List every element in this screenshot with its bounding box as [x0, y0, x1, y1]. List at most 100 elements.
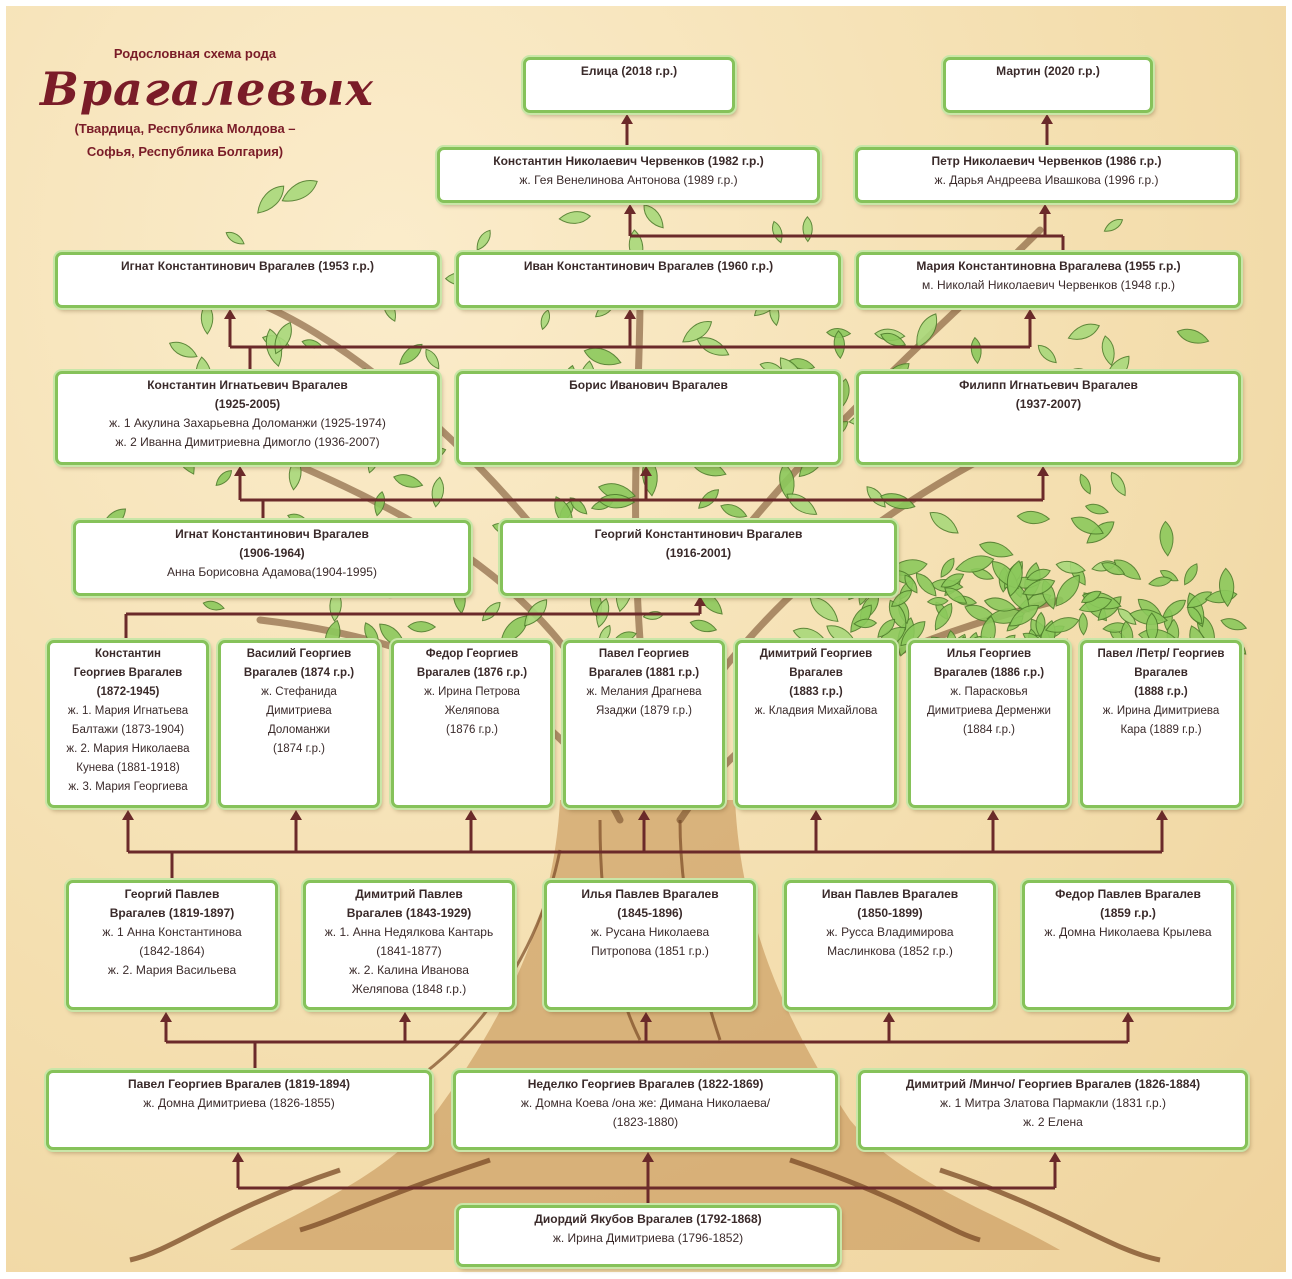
person-detail: ж. 1. Мария Игнатьева: [67, 705, 189, 717]
person-box-ignat1953: Игнат Константинович Врагалев (1953 г.р.…: [55, 252, 440, 308]
connector-arrow: [232, 1152, 244, 1162]
leaf: [1067, 323, 1100, 340]
leaf: [613, 631, 637, 642]
person-name: Елица (2018 г.р.): [580, 64, 678, 78]
person-detail: ж. Домна Николаева Крылева: [1044, 925, 1212, 939]
connector-arrow: [987, 810, 999, 820]
person-detail: Кунева (1881-1918): [76, 762, 180, 774]
connector-arrow: [640, 466, 652, 476]
leaf: [809, 596, 839, 622]
leaf: [1006, 560, 1023, 597]
leaf: [1148, 576, 1173, 587]
person-detail: ж. 1 Анна Константинова: [102, 925, 242, 939]
leaf: [689, 619, 718, 633]
person-box-ignat1906: Игнат Константинович Врагалев(1906-1964)…: [73, 520, 471, 596]
person-detail: ж. Домна Димитриева (1826-1855): [143, 1096, 335, 1110]
person-box-georgiy1916: Георгий Константинович Врагалев(1916-200…: [500, 520, 897, 596]
person-box-diordiy: Диордий Якубов Врагалев (1792-1868) ж. Ир…: [456, 1205, 840, 1267]
leaf: [682, 321, 713, 343]
person-detail: Врагалев (1881 г.р.): [588, 667, 700, 679]
leaf: [168, 341, 198, 358]
person-detail: (1874 г.р.): [272, 743, 325, 755]
leaf: [1176, 328, 1210, 344]
connector-arrow: [160, 1012, 172, 1022]
connector-arrow: [883, 1012, 895, 1022]
leaf: [792, 627, 826, 643]
person-detail: ж. Дарья Андреева Ивашкова (1996 г.р.): [934, 173, 1159, 187]
leaf: [944, 587, 968, 604]
leaf: [1079, 473, 1091, 495]
leaf: [393, 474, 424, 488]
connector-arrow: [1024, 309, 1036, 319]
person-name: Диордий Якубов Врагалев (1792-1868): [534, 1212, 762, 1226]
person-detail: (1888 г.р.): [1134, 686, 1188, 698]
person-name: Федор Павлев Врагалев: [1055, 887, 1201, 901]
person-detail: (1850-1899): [857, 906, 923, 920]
leaf: [1070, 516, 1104, 535]
connector-arrow: [290, 810, 302, 820]
person-detail: Димитриева Дерменжи: [927, 705, 1051, 717]
leaf: [281, 180, 318, 202]
person-detail: ж. 1 Митра Златова Пармакли (1831 г.р.): [939, 1096, 1167, 1110]
person-name: Петр Николаевич Червенков (1986 г.р.): [931, 154, 1162, 168]
root: [299, 1157, 491, 1233]
person-detail: (1876 г.р.): [445, 724, 498, 736]
person-name: Димитрий Георгиев: [759, 648, 873, 660]
leaf: [926, 597, 949, 606]
person-name: Павел /Петр/ Георгиев: [1097, 648, 1225, 660]
person-detail: (1925-2005): [214, 397, 281, 411]
leaf: [643, 204, 664, 229]
connector-arrow: [224, 309, 236, 319]
leaf: [200, 302, 214, 335]
leaf: [877, 618, 896, 638]
person-name: Федор Георгиев: [425, 648, 519, 660]
leaf: [983, 597, 1017, 612]
person-box-konst1925: Константин Игнатьевич Врагалев (1925-2005…: [55, 371, 440, 465]
person-box-konst-cherv: Константин Николаевич Червенков (1982 г.…: [437, 147, 820, 203]
person-detail: Язаджи (1879 г.р.): [595, 705, 692, 717]
leaf: [866, 486, 886, 508]
leaf: [1101, 335, 1115, 367]
person-box-martin: Мартин (2020 г.р.): [943, 57, 1153, 113]
connector-arrow: [399, 1012, 411, 1022]
leaf: [904, 574, 918, 594]
person-detail: Маслинкова (1852 г.р.): [827, 944, 953, 958]
person-detail: ж. 2. Мария Васильева: [107, 963, 237, 977]
person-name: Игнат Константинович Врагалев: [175, 527, 369, 541]
person-box-elica: Елица (2018 г.р.): [523, 57, 735, 113]
leaf: [1159, 569, 1179, 582]
person-name: Илья Георгиев: [946, 648, 1032, 660]
person-name: Василий Георгиев: [246, 648, 352, 660]
leaf: [1117, 608, 1137, 625]
person-detail: ж. Русана Николаева: [590, 925, 710, 939]
leaf: [476, 229, 491, 251]
person-detail: (1872-1945): [96, 686, 160, 698]
leaf: [978, 541, 1014, 558]
person-detail: (1842-1864): [139, 944, 205, 958]
person-name: Мария Константиновна Врагалева (1955 г.р…: [916, 259, 1181, 273]
person-detail: ж. 1. Анна Недялкова Кантарь: [324, 925, 494, 939]
person-detail: ж. Мелания Драгнева: [586, 686, 702, 698]
leaf: [1044, 617, 1080, 633]
person-detail: Врагалев (1819-1897): [109, 906, 235, 920]
person-detail: ж. Ирина Димитриева (1796-1852): [552, 1231, 744, 1245]
person-name: Илья Павлев Врагалев: [581, 887, 719, 901]
leaf: [1037, 344, 1057, 364]
leaf: [1026, 568, 1051, 581]
leaf: [1110, 471, 1126, 497]
title-block: Родословная схема рода Врагалевых (Твард…: [40, 46, 373, 163]
person-name: Павел Георгиев: [598, 648, 690, 660]
person-name: Константин Игнатьевич Врагалев: [147, 378, 348, 392]
leaf: [1101, 562, 1126, 575]
person-name: Игнат Константинович Врагалев (1953 г.р.…: [120, 259, 375, 273]
leaf: [558, 211, 592, 224]
person-name: Неделко Георгиев Врагалев (1822-1869): [527, 1077, 764, 1091]
leaf: [929, 512, 959, 534]
